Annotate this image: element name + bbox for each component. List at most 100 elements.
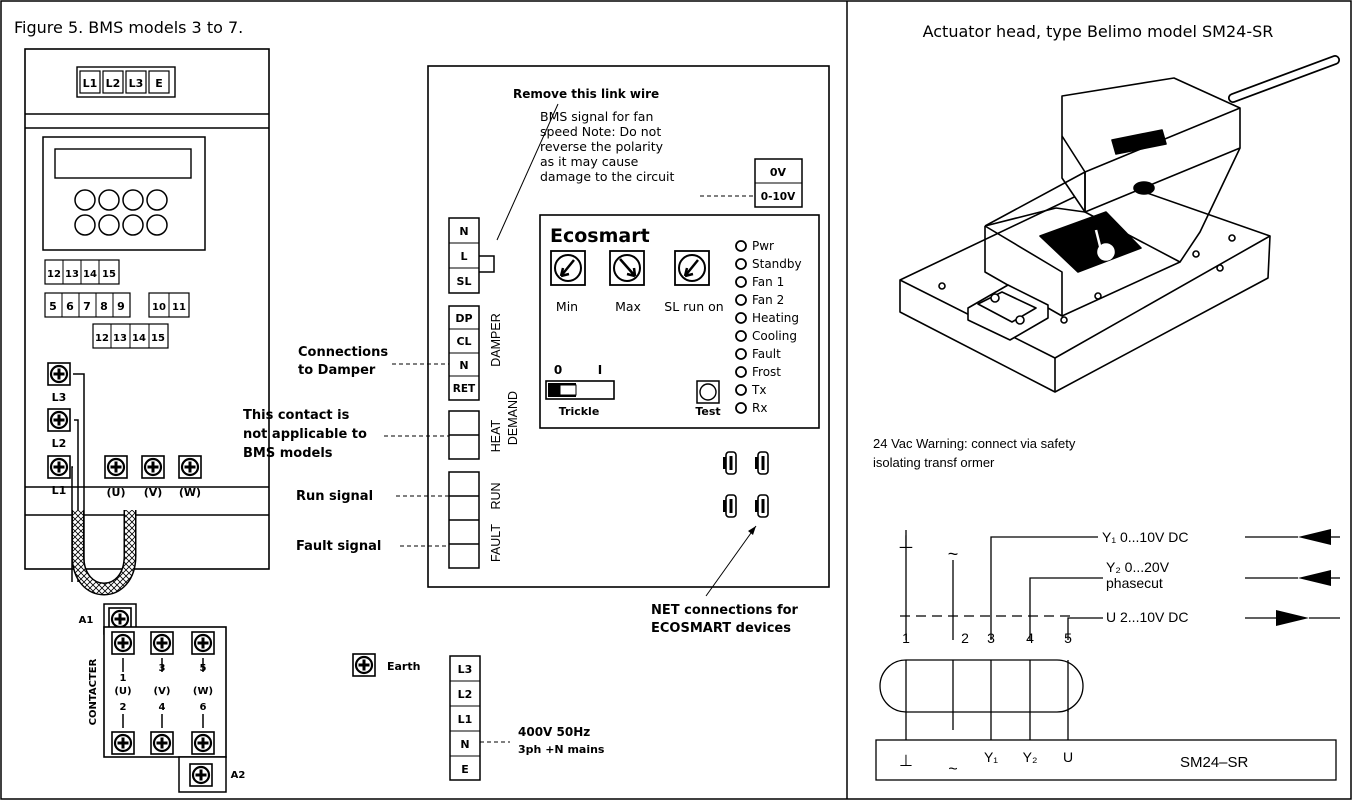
phase-label: (W) [193, 686, 213, 697]
callout-fault: Fault signal [296, 539, 381, 554]
a1-label: A1 [79, 615, 94, 626]
test-button[interactable] [696, 380, 720, 404]
trickle-switch[interactable] [545, 380, 615, 400]
terminal-label: 9 [117, 300, 125, 313]
bottom-pin: Y₁ [984, 749, 998, 765]
mains-terminal-strip: L3 L2 L1 N E [449, 655, 481, 781]
bms-signal-note: BMS signal for fan speed Note: Do not re… [540, 109, 675, 184]
pin-number: 4 [1026, 630, 1034, 646]
screw-label: (U) [107, 486, 126, 499]
screw-terminal-icon [177, 454, 203, 480]
damper-terminal-block: DP CL N RET [448, 305, 480, 401]
status-led-list: Pwr Standby Fan 1 Fan 2 Heating Cooling … [735, 239, 802, 415]
pole-number: 2 [120, 702, 127, 713]
demand-label: DEMAND [506, 391, 520, 445]
contactor: A1 A2 CONTACTER 1 3 5 (U) (V) (W) 2 4 6 [79, 603, 245, 793]
terminal-label: 0-10V [761, 191, 796, 203]
actuator-warning: isolating transf ormer [873, 455, 995, 470]
earth-label: Earth [387, 660, 420, 673]
bottom-pin: U [1063, 749, 1073, 765]
nlsl-terminal-block: N L SL [448, 217, 480, 294]
callout-contact: not applicable to [243, 427, 367, 442]
terminal-label: 6 [66, 300, 74, 313]
terminal-label: SL [457, 275, 472, 288]
signal-line: Y₂ 0...20V [1106, 559, 1170, 575]
earth-terminal-icon [351, 652, 377, 678]
dial-label: Min [556, 299, 578, 314]
callout-contact: This contact is [243, 408, 350, 423]
svg-text:Fan 2: Fan 2 [752, 293, 784, 307]
top-terminal-strip: L1 L2 L3 E [76, 66, 176, 98]
terminal-label: N [460, 738, 469, 751]
terminal-label: N [459, 359, 468, 372]
terminal-label: CL [456, 335, 471, 348]
terminal-label: 15 [151, 333, 165, 344]
terminal-label: L1 [458, 713, 473, 726]
damper-label: DAMPER [489, 313, 503, 366]
terminal-label: 12 [95, 333, 109, 344]
svg-text:speed Note: Do not: speed Note: Do not [540, 124, 661, 139]
terminal-label: L3 [458, 663, 473, 676]
ecosmart-brand: Ecosmart [550, 225, 650, 247]
screw-terminal-icon [46, 407, 72, 433]
svg-text:Frost: Frost [752, 365, 781, 379]
fan-unit: L1 L2 L3 E 12 13 14 15 5 6 7 8 9 [24, 48, 270, 582]
screw-terminal-icon [140, 454, 166, 480]
screw-label: L2 [52, 437, 67, 450]
pin-symbol: ~ [948, 544, 959, 564]
svg-text:as it may cause: as it may cause [540, 154, 639, 169]
svg-text:Pwr: Pwr [752, 239, 774, 253]
svg-text:Fan 1: Fan 1 [752, 275, 784, 289]
run-label: RUN [489, 482, 503, 509]
pole-number: 1 [120, 673, 127, 684]
terminal-block-row2: 5 6 7 8 9 10 11 [44, 292, 190, 318]
callout-damper: Connections [298, 345, 388, 360]
net-connector-icon [722, 451, 737, 475]
trickle-label: Trickle [559, 405, 600, 418]
terminal-label: 11 [172, 302, 186, 313]
phase-label: (U) [114, 686, 131, 697]
mains-spec: 3ph +N mains [518, 743, 605, 756]
terminal-label: DP [455, 312, 472, 325]
led-tx: Tx [735, 383, 766, 397]
svg-text:Standby: Standby [752, 257, 802, 271]
dial-label: SL run on [664, 299, 723, 314]
led-standby: Standby [735, 257, 802, 271]
terminal-label: 14 [83, 269, 97, 280]
led-fan-2: Fan 2 [735, 293, 784, 307]
dial-label: Max [615, 299, 641, 314]
pin-number: 1 [902, 630, 910, 646]
pole-number: 5 [200, 663, 207, 674]
led-cooling: Cooling [735, 329, 797, 343]
terminal-block-row1: 12 13 14 15 [44, 259, 120, 285]
bottom-pin: Y₂ [1023, 749, 1038, 765]
terminal-label: 13 [113, 333, 127, 344]
keypad-buttons [74, 189, 168, 236]
switch-label: 0 [554, 363, 562, 377]
pole-number: 4 [159, 702, 166, 713]
signal-line: phasecut [1106, 575, 1163, 591]
svg-text:Heating: Heating [752, 311, 799, 325]
terminal-label: E [461, 763, 469, 776]
svg-text:reverse the polarity: reverse the polarity [540, 139, 664, 154]
led-pwr: Pwr [735, 239, 774, 253]
pole-number: 3 [159, 663, 166, 674]
screw-label: L3 [52, 391, 67, 404]
actuator-title: Actuator head, type Belimo model SM24-SR [923, 22, 1274, 41]
fault-label: FAULT [489, 524, 503, 562]
screw-label: (V) [144, 486, 163, 499]
svg-text:Cooling: Cooling [752, 329, 797, 343]
ov-terminal-block: 0V 0-10V [754, 158, 803, 208]
bottom-pin: ⊥ [899, 753, 913, 770]
terminal-label: 0V [770, 166, 787, 179]
actuator-warning: 24 Vac Warning: connect via safety [873, 436, 1076, 451]
net-connections-note: NET connections for [651, 603, 799, 618]
net-connections-note: ECOSMART devices [651, 621, 791, 636]
input-arrow-icon [1298, 529, 1331, 545]
callout-contact: BMS models [243, 446, 333, 461]
led-rx: Rx [735, 401, 767, 415]
control-enclosure [427, 65, 830, 588]
callout-damper: to Damper [298, 363, 376, 378]
